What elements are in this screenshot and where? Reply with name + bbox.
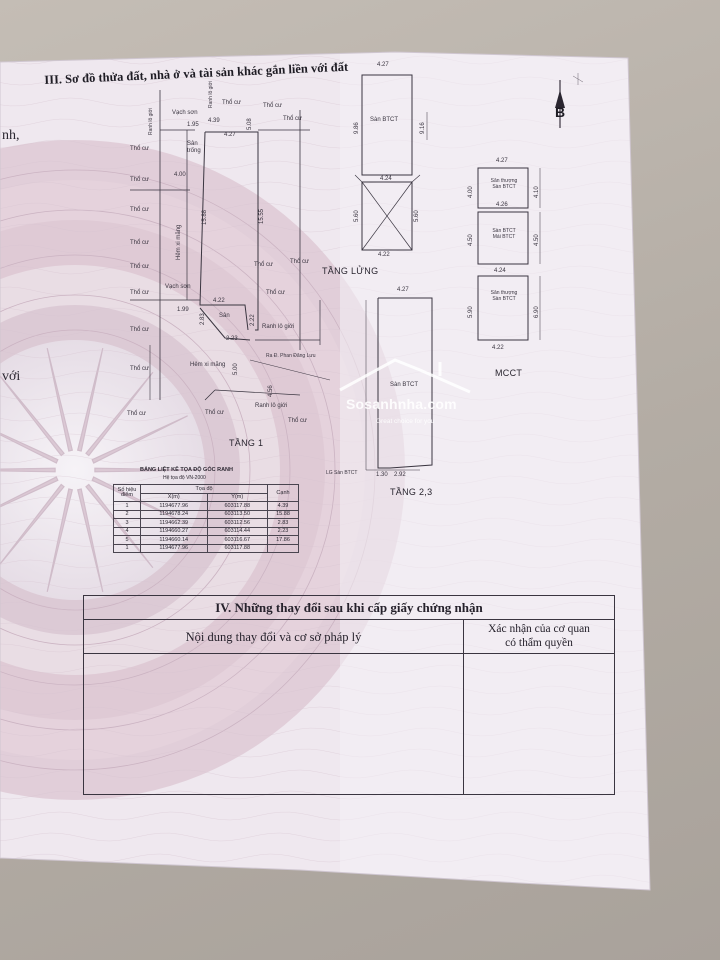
- roof-slab-label: Sàn BTCT Mái BTCT: [492, 228, 516, 240]
- dimension: 4.27: [496, 158, 508, 164]
- roof-bottom-block: [477, 275, 529, 341]
- slab-label: Sàn BTCT: [370, 117, 399, 123]
- floors-2-3-title: TẦNG 2,3: [390, 487, 433, 497]
- dimension: 1.99: [177, 307, 189, 313]
- margin-fragment-1: nh,: [2, 128, 20, 143]
- mezzanine-void: [361, 181, 413, 251]
- terrace-slab-label: Sân thượng Sàn BTCT: [490, 290, 518, 302]
- ground-floor-right-edge: [205, 131, 259, 331]
- neighbor-label: Thổ cư: [283, 116, 303, 122]
- neighbor-label: Thổ cư: [130, 177, 150, 183]
- dimension: 4.27: [397, 287, 409, 293]
- yard-label: Sân: [219, 313, 230, 319]
- neighbor-label: Thổ cư: [290, 259, 310, 265]
- loggia-label: LG Sàn BTCT: [326, 470, 358, 476]
- margin-fragment-2: với: [2, 369, 21, 384]
- terrace-slab-label: Sân thượng Sàn BTCT: [490, 178, 518, 190]
- neighbor-label: Thổ cư: [130, 366, 150, 372]
- changes-table: IV. Những thay đổi sau khi cấp giấy chứn…: [83, 595, 615, 795]
- neighbor-label: Thổ cư: [222, 100, 242, 106]
- neighbor-label: Thổ cư: [130, 290, 150, 296]
- dimension: 4.26: [496, 202, 508, 208]
- north-label: B: [555, 104, 566, 120]
- neighbor-label: Thổ cư: [205, 410, 225, 416]
- mezzanine-upper: [361, 74, 413, 176]
- road-edge-label: Ra Đ. Phan Đăng Lưu: [266, 353, 316, 359]
- coordinate-cell-point: 1: [113, 543, 141, 553]
- dimension: 4.27: [377, 62, 389, 68]
- road-wall-label: Vạch sơn: [165, 284, 191, 290]
- changes-content-header: Nội dung thay đổi và cơ sở pháp lý: [84, 620, 464, 654]
- neighbor-label: Thổ cư: [130, 264, 150, 270]
- coordinate-system: Hệ tọa độ VN-2000: [163, 475, 206, 481]
- coord-head-edge: Cạnh: [267, 484, 299, 502]
- slab-label: Sàn BTCT: [390, 382, 419, 388]
- changes-confirm-header: Xác nhận của cơ quan có thẩm quyền: [464, 620, 614, 654]
- ground-floor-left-edge: [199, 131, 212, 306]
- dimension: 2.23: [226, 336, 238, 342]
- neighbor-label: Thổ cư: [254, 262, 274, 268]
- neighbor-label: Thổ cư: [130, 146, 150, 152]
- alley-label: Hẻm xi măng: [190, 362, 226, 368]
- neighbor-label: Thổ cư: [127, 411, 147, 417]
- ground-floor-bottom: [199, 307, 251, 341]
- watermark-tagline: Great choice for you: [376, 418, 435, 425]
- dimension: 4.22: [492, 345, 504, 351]
- dimension: 4.24: [494, 268, 506, 274]
- neighbor-label: Thổ cư: [130, 240, 150, 246]
- coordinate-cell-edge: [267, 543, 299, 553]
- dimension: 4.27: [224, 132, 236, 138]
- roof-top-block: [477, 167, 529, 209]
- neighbor-label: Thổ cư: [266, 290, 286, 296]
- coordinate-cell-y: 603117.88: [206, 543, 269, 553]
- dimension: 4.22: [213, 298, 225, 304]
- dimension: 1.30: [376, 472, 388, 478]
- ground-floor-gate: [212, 304, 249, 331]
- mezzanine-title: TẦNG LỬNG: [322, 266, 379, 276]
- dimension: 4.00: [174, 172, 186, 178]
- coord-head-point: Số hiệu điểm: [113, 484, 141, 502]
- neighbor-label: Thổ cư: [130, 207, 150, 213]
- roof-title: MCCT: [495, 368, 523, 378]
- empty-yard-label: Sân trống: [187, 141, 201, 154]
- changes-content-body: [84, 654, 464, 794]
- boundary-label: Ranh lô giới: [262, 324, 295, 330]
- changes-confirm-line1: Xác nhận của cơ quan: [488, 623, 590, 635]
- coordinate-caption: BẢNG LIỆT KÊ TỌA ĐỘ GÓC RANH: [140, 467, 233, 473]
- neighbor-label: Thổ cư: [263, 103, 283, 109]
- boundary-label: Ranh lô giới: [255, 403, 288, 409]
- floors-2-3-outline: [377, 297, 433, 469]
- roof-mid-block: [477, 211, 529, 265]
- dimension: 4.39: [208, 118, 220, 124]
- ground-floor-title: TẦNG 1: [229, 438, 264, 448]
- dimension: 2.92: [394, 472, 406, 478]
- dimension: 1.95: [187, 122, 199, 128]
- watermark-brand: Sosanhnha.com: [346, 396, 457, 412]
- dimension: 4.22: [378, 252, 390, 258]
- changes-title: IV. Những thay đổi sau khi cấp giấy chứn…: [84, 596, 614, 620]
- neighbor-label: Thổ cư: [130, 327, 150, 333]
- neighbor-label: Thổ cư: [288, 418, 308, 424]
- dimension: 4.24: [380, 176, 392, 182]
- changes-confirm-line2: có thẩm quyền: [505, 637, 573, 649]
- road-wall-label: Vạch sơn: [172, 110, 198, 116]
